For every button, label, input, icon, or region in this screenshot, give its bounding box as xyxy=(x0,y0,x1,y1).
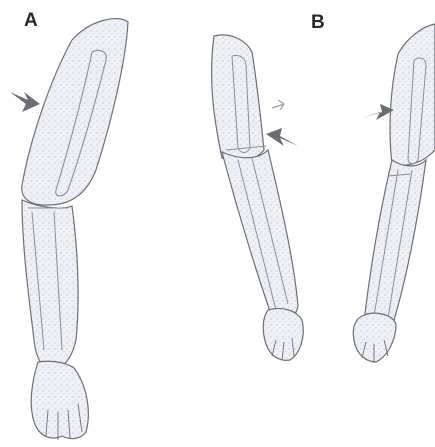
hand-b2 xyxy=(353,313,396,362)
upper-arm-a xyxy=(22,19,128,206)
panel-label-b: B xyxy=(311,12,325,34)
arrow-b2 xyxy=(362,104,394,120)
arm-b2 xyxy=(353,24,435,362)
small-arrow-b1 xyxy=(272,100,284,110)
arrow-b1 xyxy=(266,128,298,146)
forearm-a xyxy=(22,200,78,370)
arm-a xyxy=(10,19,128,440)
arm-b1 xyxy=(212,35,304,360)
upper-arm-b2 xyxy=(390,24,435,165)
panel-label-a: A xyxy=(24,10,38,32)
hand-a xyxy=(31,361,88,438)
arrow-a xyxy=(10,92,40,112)
forearm-b2 xyxy=(364,160,426,328)
